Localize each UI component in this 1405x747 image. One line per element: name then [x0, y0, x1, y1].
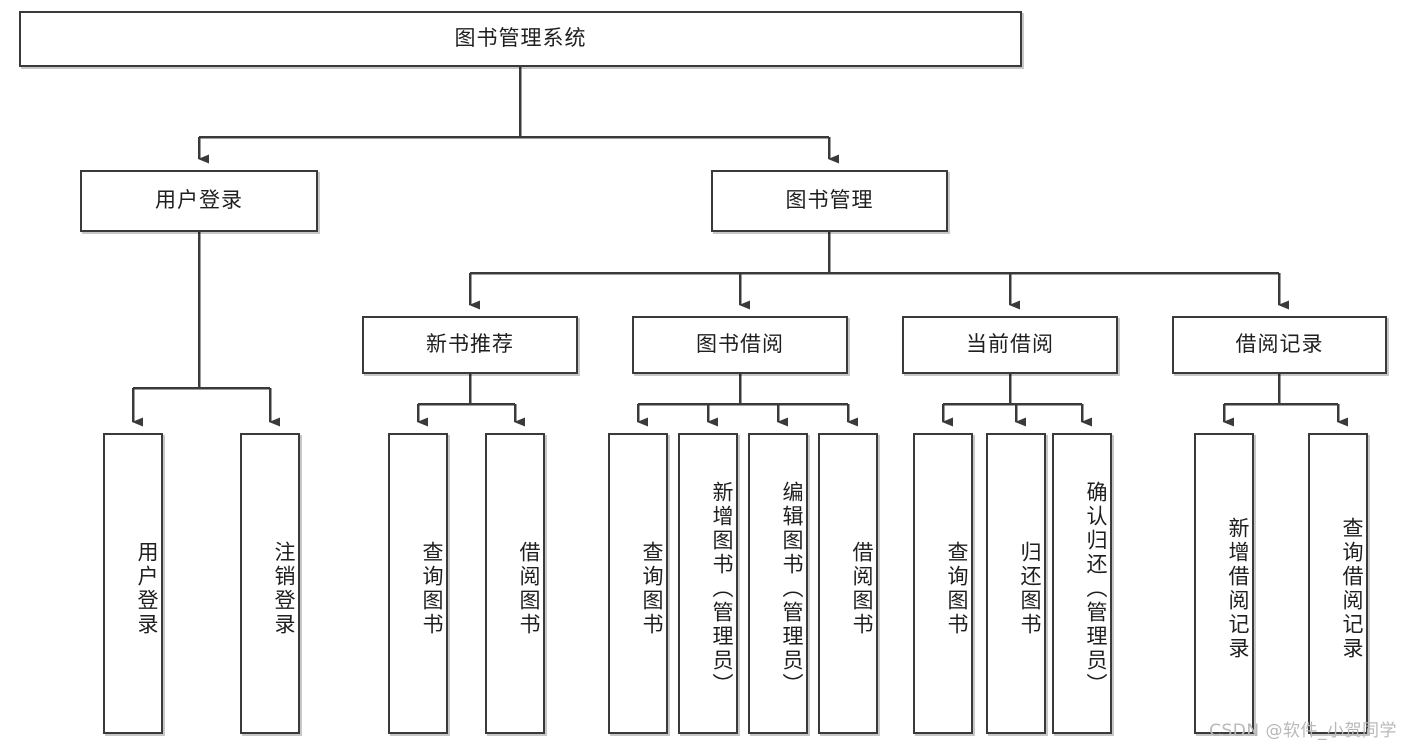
leaf-edit-book-admin-label: 编辑图书（管理员）: [780, 480, 804, 697]
leaf-add-book-admin[interactable]: 新增图书（管理员）: [678, 433, 738, 734]
node-borrow-record-label: 借阅记录: [1235, 332, 1324, 357]
node-user-login[interactable]: 用户登录: [80, 170, 318, 232]
leaf-borrow-book-new[interactable]: 借阅图书: [485, 433, 545, 734]
watermark: CSDN @软件_小贺同学: [1209, 721, 1397, 741]
node-book-management[interactable]: 图书管理: [711, 170, 948, 232]
node-root[interactable]: 图书管理系统: [19, 11, 1022, 67]
node-user-login-label: 用户登录: [155, 188, 243, 213]
node-new-book-recommend-label: 新书推荐: [426, 332, 514, 357]
leaf-logout[interactable]: 注销登录: [240, 433, 300, 734]
node-current-borrow-label: 当前借阅: [966, 332, 1054, 357]
leaf-edit-book-admin[interactable]: 编辑图书（管理员）: [748, 433, 808, 734]
node-book-borrow-label: 图书借阅: [696, 332, 784, 357]
leaf-add-borrow-record[interactable]: 新增借阅记录: [1194, 433, 1254, 734]
leaf-confirm-return-admin-label: 确认归还（管理员）: [1084, 480, 1108, 697]
leaf-query-book-current-label: 查询图书: [945, 540, 969, 637]
node-root-label: 图书管理系统: [454, 26, 587, 51]
leaf-borrow-book-new-label: 借阅图书: [517, 540, 541, 637]
leaf-borrow-book[interactable]: 借阅图书: [818, 433, 878, 734]
leaf-add-book-admin-label: 新增图书（管理员）: [710, 480, 734, 697]
leaf-query-borrow-record-label: 查询借阅记录: [1340, 516, 1364, 661]
node-current-borrow[interactable]: 当前借阅: [902, 316, 1118, 374]
node-book-management-label: 图书管理: [785, 188, 874, 213]
leaf-return-book-label: 归还图书: [1018, 540, 1042, 637]
leaf-query-borrow-record[interactable]: 查询借阅记录: [1308, 433, 1368, 734]
leaf-query-book-borrow[interactable]: 查询图书: [608, 433, 668, 734]
node-borrow-record[interactable]: 借阅记录: [1172, 316, 1387, 374]
leaf-query-book-current[interactable]: 查询图书: [913, 433, 973, 734]
leaf-query-book-borrow-label: 查询图书: [640, 540, 664, 637]
leaf-borrow-book-label: 借阅图书: [850, 540, 874, 637]
leaf-logout-label: 注销登录: [272, 540, 296, 637]
leaf-query-book-new-label: 查询图书: [420, 540, 444, 637]
leaf-query-book-new[interactable]: 查询图书: [388, 433, 448, 734]
leaf-user-login-label: 用户登录: [135, 540, 159, 637]
leaf-confirm-return-admin[interactable]: 确认归还（管理员）: [1052, 433, 1112, 734]
leaf-add-borrow-record-label: 新增借阅记录: [1226, 516, 1250, 661]
leaf-user-login[interactable]: 用户登录: [103, 433, 163, 734]
node-new-book-recommend[interactable]: 新书推荐: [362, 316, 578, 374]
node-book-borrow[interactable]: 图书借阅: [632, 316, 848, 374]
leaf-return-book[interactable]: 归还图书: [986, 433, 1046, 734]
